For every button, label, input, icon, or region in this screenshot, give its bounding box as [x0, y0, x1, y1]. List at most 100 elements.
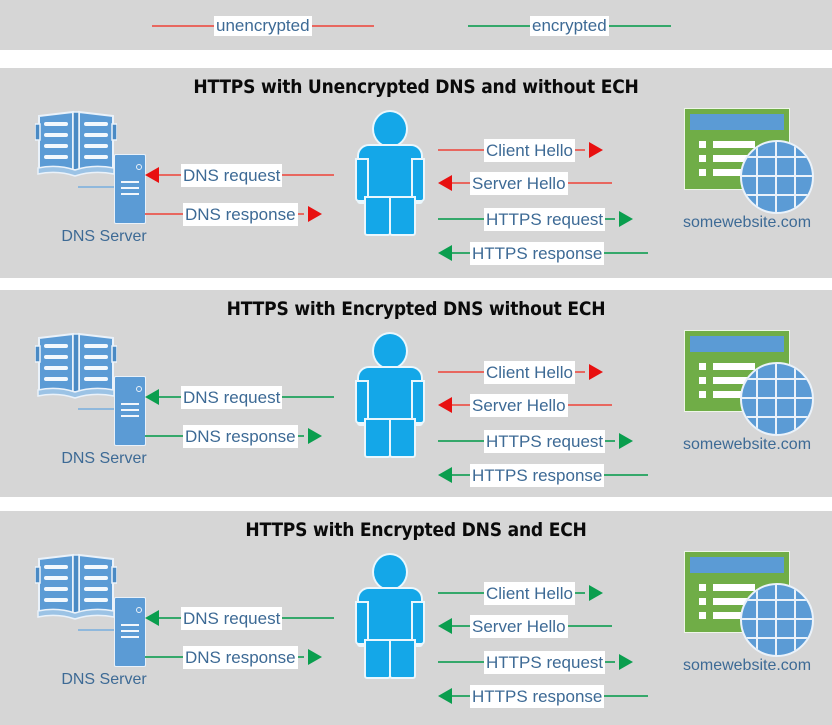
arrowhead-right: [588, 142, 603, 158]
title-bar: [690, 557, 784, 573]
globe-parallel-2: [742, 175, 812, 177]
line-segment-head: [297, 656, 304, 658]
server-tower-icon: [114, 376, 146, 446]
globe-parallel-2: [742, 397, 812, 399]
line-segment-tail: [438, 661, 484, 663]
flow-client-hello: Client Hello: [438, 138, 653, 162]
legend-line-encrypted-right: [608, 25, 671, 27]
list-line-1: [713, 141, 755, 148]
flow-label: DNS request: [181, 385, 283, 409]
person-arm-left: [355, 380, 369, 424]
dns-server-label: DNS Server: [61, 450, 147, 467]
flow-https-response: HTTPS response: [438, 241, 653, 265]
legend-label-encrypted: encrypted: [530, 16, 609, 36]
arrowhead-left: [145, 389, 159, 405]
globe-parallel-3: [742, 416, 812, 418]
line-segment-head: [574, 592, 585, 594]
person-leg-left: [364, 418, 391, 458]
power-led-icon: [136, 386, 142, 392]
line-segment-tail: [438, 592, 484, 594]
list-bullet-1: [699, 363, 706, 370]
server-tower-icon: [114, 154, 146, 224]
legend-item-encrypted: encrypted: [468, 16, 671, 36]
line-segment-tail: [604, 252, 649, 254]
book-icon-wrapper: [34, 553, 118, 625]
globe-meridian-2: [775, 364, 777, 434]
flow-dns-request: DNS request: [145, 163, 360, 187]
flow-label: HTTPS request: [484, 650, 606, 674]
dns-server-label: DNS Server: [61, 228, 147, 245]
line-segment-tail: [438, 218, 484, 220]
flow-dns-request: DNS request: [145, 606, 360, 630]
line-segment-head: [452, 474, 470, 476]
legend-band: unencrypted encrypted: [0, 0, 832, 50]
line-segment-tail: [567, 182, 612, 184]
panel-title: HTTPS with Unencrypted DNS and without E…: [193, 76, 639, 98]
website-label: somewebsite.com: [682, 214, 812, 231]
line-segment-head: [159, 396, 181, 398]
person-head: [372, 553, 408, 591]
person-leg-left: [364, 639, 391, 679]
flow-client-hello: Client Hello: [438, 360, 653, 384]
flow-client-hello: Client Hello: [438, 581, 653, 605]
server-slot-line-3: [121, 415, 139, 417]
title-bar: [690, 114, 784, 130]
list-bullet-1: [699, 141, 706, 148]
flow-https-response: HTTPS response: [438, 463, 653, 487]
arrowhead-left: [438, 688, 452, 704]
connection-wire: [78, 186, 116, 188]
list-bullet-3: [699, 612, 706, 619]
power-led-icon: [136, 164, 142, 170]
flow-server-hello: Server Hello: [438, 393, 653, 417]
flow-label: HTTPS response: [470, 241, 605, 265]
globe-meridian-2: [775, 142, 777, 212]
server-slot-line-3: [121, 636, 139, 638]
globe-icon: [740, 583, 814, 657]
arrowhead-left: [438, 245, 452, 261]
line-segment-tail: [567, 404, 612, 406]
line-segment-head: [574, 149, 585, 151]
arrowhead-right: [588, 585, 603, 601]
user-person-icon: [355, 553, 425, 679]
line-segment-tail: [282, 617, 335, 619]
flow-label: HTTPS response: [470, 684, 605, 708]
globe-meridian-3: [794, 585, 796, 655]
flow-label: HTTPS response: [470, 463, 605, 487]
power-led-icon: [136, 607, 142, 613]
list-bullet-1: [699, 584, 706, 591]
user-person-icon: [355, 110, 425, 236]
dns-server-node: DNS Server: [30, 553, 160, 688]
connection-wire: [78, 629, 116, 631]
book-icon-wrapper: [34, 110, 118, 182]
book-icon: [34, 332, 118, 399]
list-bullet-2: [699, 598, 706, 605]
server-slot-line-1: [121, 403, 139, 405]
dns-server-node: DNS Server: [30, 332, 160, 467]
dns-server-node: DNS Server: [30, 110, 160, 245]
line-segment-tail: [145, 656, 183, 658]
arrowhead-right: [307, 649, 322, 665]
line-segment-tail: [282, 174, 335, 176]
line-segment-head: [452, 695, 470, 697]
person-arm-left: [355, 158, 369, 202]
line-segment-head: [452, 625, 470, 627]
person-arm-right: [411, 158, 425, 202]
flow-dns-request: DNS request: [145, 385, 360, 409]
flow-label: Server Hello: [470, 614, 568, 638]
globe-meridian-1: [756, 364, 758, 434]
list-bullet-3: [699, 169, 706, 176]
line-segment-head: [159, 174, 181, 176]
flow-label: Server Hello: [470, 171, 568, 195]
line-segment-tail: [145, 435, 183, 437]
line-segment-tail: [567, 625, 612, 627]
flow-https-request: HTTPS request: [438, 429, 653, 453]
list-bullet-2: [699, 377, 706, 384]
server-slot-line-2: [121, 630, 139, 632]
person-leg-right: [389, 196, 416, 236]
flow-dns-response: DNS response: [145, 202, 360, 226]
globe-parallel-3: [742, 194, 812, 196]
arrowhead-right: [307, 206, 322, 222]
website-label: somewebsite.com: [682, 436, 812, 453]
legend-item-unencrypted: unencrypted: [152, 16, 374, 36]
